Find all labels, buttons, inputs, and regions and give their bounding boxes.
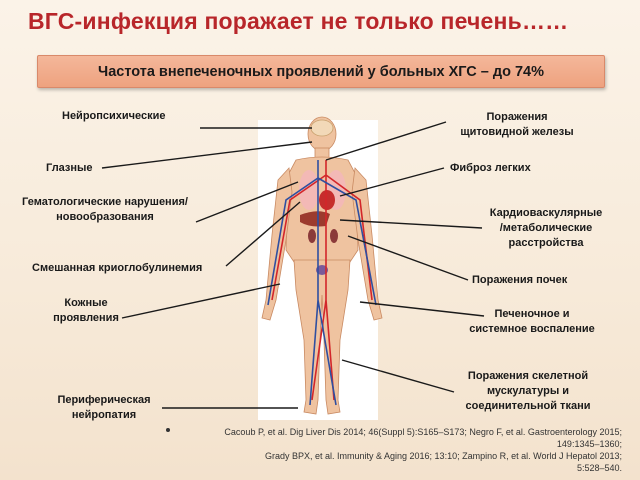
left-lung: [299, 170, 319, 210]
line-cardio: [339, 219, 483, 229]
reference-line1: Cacoub P, et al. Dig Liver Dis 2014; 46(…: [224, 427, 622, 437]
torso: [285, 156, 359, 263]
reference-bullet: [166, 428, 170, 432]
label-periph-line2: нейропатия: [71, 409, 137, 421]
label-hema-line1: Гематологические нарушения/: [22, 196, 188, 208]
label-thyroid-line2: щитовидной железы: [460, 126, 574, 138]
arteries: [271, 160, 373, 401]
label-muscle-line1: Поражения скелетной: [467, 370, 589, 382]
banner-frequency: Частота внепеченочных проявлений у больн…: [37, 55, 605, 88]
line-cryo: [225, 201, 301, 267]
line-liver: [359, 301, 485, 317]
label-eye: Глазные: [46, 162, 93, 174]
label-hema: Гематологические нарушения/ новообразова…: [8, 195, 202, 225]
label-liver-line1: Печеночное и: [494, 308, 570, 320]
line-lung: [339, 167, 445, 197]
label-liver-line2: системное воспаление: [469, 323, 595, 335]
right-kidney: [330, 229, 338, 243]
heart: [319, 190, 335, 210]
left-kidney: [308, 229, 316, 243]
line-thyroid: [325, 121, 447, 161]
label-lung: Фиброз легких: [450, 162, 531, 174]
line-skin: [121, 283, 281, 319]
label-thyroid-line1: Поражения: [486, 111, 548, 123]
label-skin-line2: проявления: [53, 312, 119, 324]
label-liver: Печеночное и системное воспаление: [456, 307, 608, 337]
label-thyroid: Поражения щитовидной железы: [446, 110, 588, 140]
label-skin: Кожные проявления: [36, 296, 136, 326]
reference-line2: 149:1345–1360;: [556, 439, 622, 449]
label-kidney: Поражения почек: [472, 274, 568, 286]
label-skin-line1: Кожные: [64, 297, 108, 309]
label-cardio: Кардиоваскулярные /метаболические расстр…: [476, 206, 616, 251]
right-arm: [351, 167, 383, 321]
label-periph: Периферическая нейропатия: [48, 393, 160, 423]
label-periph-line1: Периферическая: [57, 394, 151, 406]
label-muscle-line2: мускулатуры и: [486, 385, 570, 397]
label-muscle: Поражения скелетной мускулатуры и соедин…: [452, 369, 604, 414]
veins: [267, 160, 377, 406]
brain: [310, 119, 334, 137]
page-title: ВГС-инфекция поражает не только печень……: [28, 8, 569, 34]
label-muscle-line3: соединительной ткани: [465, 400, 591, 412]
label-hema-line2: новообразования: [56, 211, 154, 223]
references: Cacoub P, et al. Dig Liver Dis 2014; 46(…: [152, 426, 622, 474]
liver: [300, 211, 330, 227]
label-neuropsych: Нейропсихические: [62, 110, 166, 122]
label-cryo: Смешанная криоглобулинемия: [32, 262, 203, 274]
label-cardio-line1: Кардиоваскулярные: [489, 207, 603, 219]
line-kidney: [347, 235, 469, 281]
reference-line3: Grady BPX, et al. Immunity & Aging 2016;…: [264, 451, 622, 461]
label-cardio-line2: /метаболические: [499, 222, 593, 234]
label-cardio-line3: расстройства: [508, 237, 584, 249]
line-eye: [101, 141, 313, 169]
reference-line4: 5:528–540.: [576, 463, 622, 473]
legs: [293, 259, 351, 415]
line-muscle: [341, 359, 455, 393]
line-hema: [195, 181, 299, 223]
bladder: [316, 265, 328, 275]
